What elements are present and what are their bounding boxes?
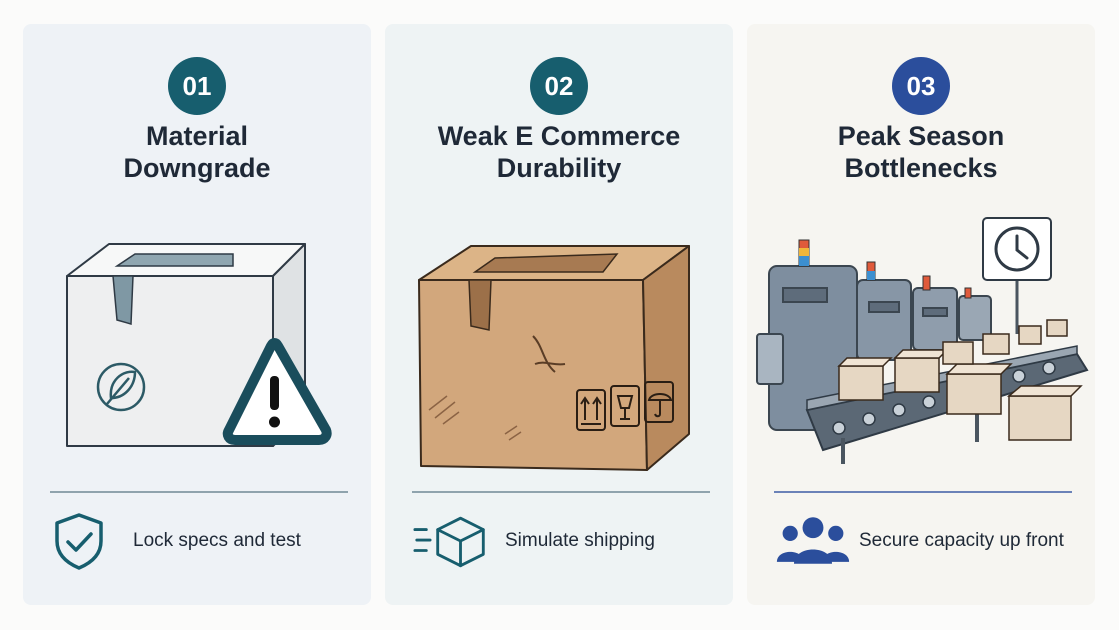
boxes-on-belt	[837, 319, 1083, 441]
card-title-line-1: Peak Season	[837, 121, 1005, 151]
step-number-badge: 01	[168, 57, 226, 115]
divider	[774, 491, 1072, 493]
solution-text: Secure capacity up front	[859, 530, 1064, 551]
team-icon	[776, 517, 850, 564]
card-title: Material Downgrade	[23, 120, 371, 184]
tape-flap	[112, 275, 134, 325]
handling-symbols	[576, 381, 674, 431]
card-title-line-2: Durability	[496, 153, 622, 183]
tape	[114, 253, 234, 267]
step-number-badge: 02	[530, 57, 588, 115]
card-title: Peak Season Bottlenecks	[747, 120, 1095, 184]
card-title-line-1: Weak E Commerce	[437, 121, 681, 151]
card-title-line-1: Material	[145, 121, 249, 151]
damaged-box-illustration	[418, 245, 690, 471]
cardboard-box	[418, 245, 690, 471]
solution-text: Lock specs and test	[133, 530, 301, 551]
card-title-line-2: Downgrade	[123, 153, 271, 183]
white-box-warning-illustration	[66, 243, 332, 447]
solution-text: Simulate shipping	[505, 530, 655, 551]
divider	[50, 491, 348, 493]
signal-lights	[798, 239, 972, 299]
card-title-line-2: Bottlenecks	[844, 153, 998, 183]
card-title: Weak E Commerce Durability	[385, 120, 733, 184]
tape-flap	[468, 279, 492, 331]
solution-row: Lock specs and test	[51, 511, 361, 571]
tape	[472, 253, 619, 273]
card-peak-season-bottlenecks: 03 Peak Season Bottlenecks	[747, 24, 1095, 605]
eco-leaf-icon	[96, 362, 146, 412]
moving-box-icon	[413, 516, 485, 568]
solution-row: Simulate shipping	[413, 511, 723, 571]
warning-icon	[222, 338, 332, 445]
shield-check-icon	[55, 513, 103, 570]
divider	[412, 491, 710, 493]
step-number-badge: 03	[892, 57, 950, 115]
card-material-downgrade: 01 Material Downgrade L	[23, 24, 371, 605]
scratch-marks	[428, 395, 522, 441]
clock-icon	[994, 226, 1040, 272]
production-line-illustration	[756, 217, 1089, 464]
card-weak-ecommerce-durability: 02 Weak E Commerce Durability	[385, 24, 733, 605]
solution-row: Secure capacity up front	[775, 511, 1085, 571]
clock-sign	[982, 217, 1052, 334]
dent	[532, 335, 566, 373]
machines	[756, 265, 992, 431]
